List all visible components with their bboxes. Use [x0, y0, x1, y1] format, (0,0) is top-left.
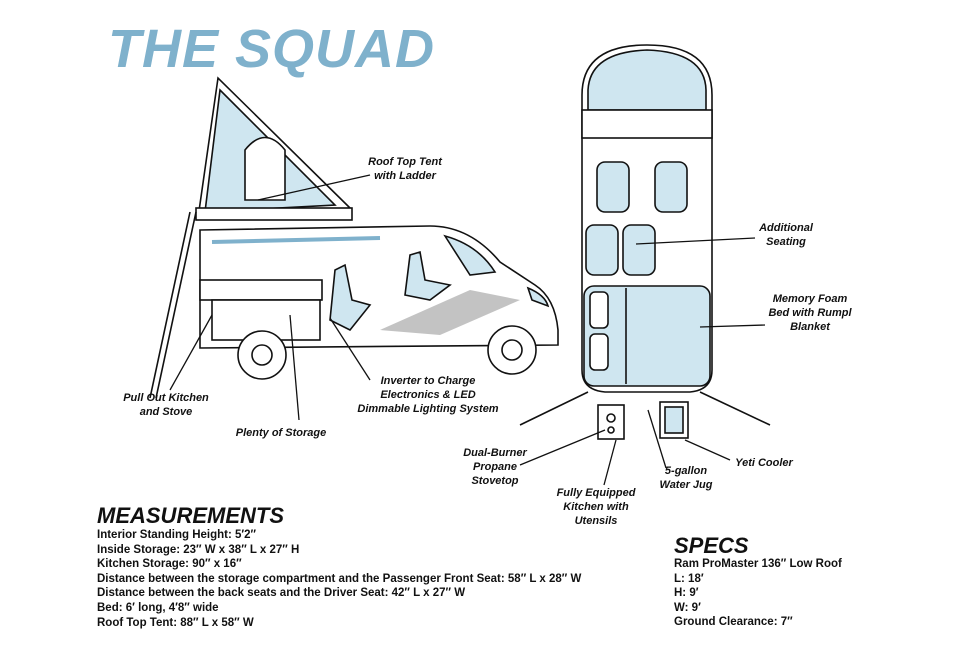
spec-line: W: 9′ — [674, 601, 701, 614]
spec-line: H: 9′ — [674, 587, 699, 600]
callout-cooler: Yeti Cooler — [735, 457, 793, 469]
van-top-view — [519, 44, 771, 440]
callout-lines — [169, 174, 766, 486]
spec-line: Ram ProMaster 136″ Low Roof — [674, 558, 842, 570]
roof-tent-side — [149, 76, 353, 399]
spec-line: Ground Clearance: 7″ — [674, 616, 793, 629]
measurement-line: Inside Storage: 23″ W x 38″ L x 27″ H — [97, 543, 300, 556]
measurements-heading: MEASUREMENTS — [97, 503, 285, 528]
measurement-line: Bed: 6′ long, 4′8″ wide — [97, 601, 219, 614]
van-side-body — [199, 225, 559, 380]
measurement-line: Kitchen Storage: 90″ x 16″ — [97, 558, 242, 571]
page-title: THE SQUAD — [108, 19, 436, 79]
measurement-line: Distance between the back seats and the … — [97, 587, 466, 600]
measurements-list: Interior Standing Height: 5′2″ Inside St… — [97, 528, 581, 630]
measurement-line: Interior Standing Height: 5′2″ — [97, 529, 257, 541]
measurement-line: Distance between the storage compartment… — [97, 572, 582, 585]
specs-heading: SPECS — [674, 533, 749, 558]
specs-list: Ram ProMaster 136″ Low Roof L: 18′ H: 9′… — [674, 557, 842, 630]
measurement-line: Roof Top Tent: 88″ L x 58″ W — [97, 616, 254, 629]
spec-line: L: 18′ — [674, 572, 704, 585]
callout-storage: Plenty of Storage — [235, 427, 327, 439]
